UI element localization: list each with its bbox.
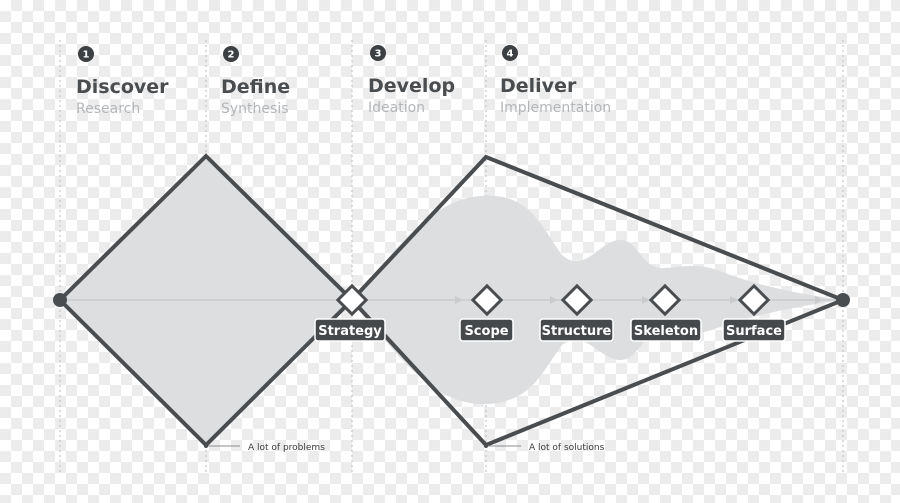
phase-2-title: Define: [221, 76, 290, 98]
phase-2-badge: [223, 46, 239, 62]
start-node: [53, 293, 67, 307]
strategy-marker: [335, 283, 369, 317]
structure-label: Structure: [542, 324, 612, 339]
surface-marker: [737, 283, 771, 317]
phase-3-title: Develop: [368, 75, 455, 97]
skeleton-label: Skeleton: [634, 324, 698, 339]
solutions-annotation: A lot of solutions: [529, 443, 605, 453]
axis-arrow-5: [815, 296, 823, 304]
strategy-label: Strategy: [318, 324, 382, 339]
scope-label-bg: [459, 318, 514, 342]
phase-4-number: 4: [507, 49, 514, 60]
problems-annotation: A lot of problems: [248, 443, 325, 453]
phase-3-subtitle: Ideation: [368, 100, 425, 116]
phase-number-badges: 1 2 3 4: [78, 45, 518, 62]
scope-label: Scope: [464, 324, 508, 339]
strategy-label-bg: [314, 318, 386, 342]
annotations: A lot of problems A lot of solutions: [204, 443, 605, 453]
axis-arrow-3: [642, 296, 650, 304]
structure-marker: [560, 283, 594, 317]
end-node: [836, 293, 850, 307]
phase-2-subtitle: Synthesis: [221, 101, 289, 117]
phase-3-badge: [370, 45, 386, 61]
axis-arrow-2: [550, 296, 558, 304]
phase-1-badge: [78, 46, 94, 62]
phase-headings: Discover Research Define Synthesis Devel…: [76, 75, 611, 117]
phase-1-number: 1: [83, 50, 90, 61]
phase-1-subtitle: Research: [76, 101, 140, 117]
stage-labels: Strategy Scope Structure Skeleton Surfac…: [314, 318, 786, 342]
axis-arrow-1: [455, 296, 463, 304]
axis-arrow-4: [730, 296, 738, 304]
phase-1-title: Discover: [76, 76, 169, 98]
phase-4-subtitle: Implementation: [500, 100, 611, 116]
stage-markers: [335, 283, 771, 317]
phase-3-number: 3: [375, 49, 382, 60]
structure-label-bg: [539, 318, 614, 342]
phase-4-badge: [502, 45, 518, 61]
skeleton-label-bg: [630, 318, 702, 342]
solutions-leader-dot: [484, 444, 488, 448]
axis-arrows: [455, 296, 823, 304]
surface-label: Surface: [726, 324, 782, 339]
phase-4-title: Deliver: [500, 75, 577, 97]
phase-2-number: 2: [228, 50, 235, 61]
skeleton-marker: [648, 283, 682, 317]
scope-marker: [470, 283, 504, 317]
problems-leader-dot: [204, 444, 208, 448]
surface-label-bg: [722, 318, 786, 342]
